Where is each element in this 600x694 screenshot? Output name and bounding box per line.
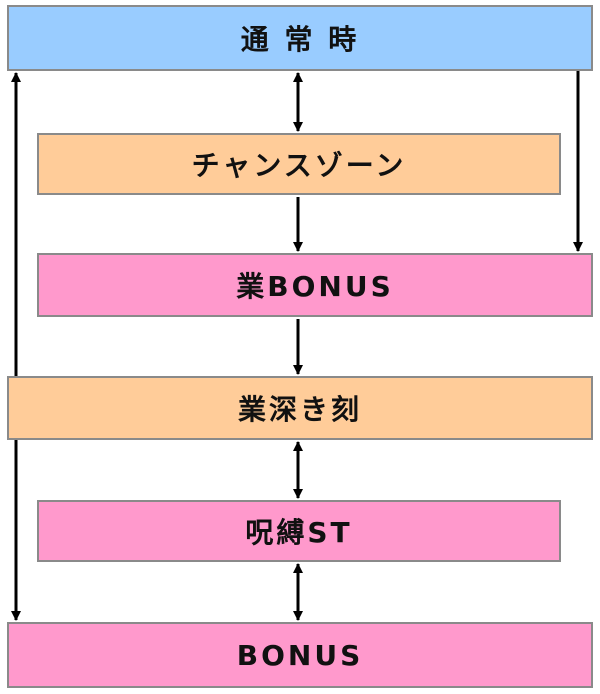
node-gou-fukaki-toki: 業深き刻 bbox=[7, 376, 593, 440]
node-bonus: BONUS bbox=[7, 622, 593, 688]
node-bonus-label: BONUS bbox=[236, 638, 364, 672]
node-normal-label: 通 常 時 bbox=[240, 23, 360, 56]
node-jubaku-st-label: 呪縛ST bbox=[245, 516, 353, 549]
node-gou-bonus-label: 業BONUS bbox=[236, 270, 394, 303]
node-jubaku-st: 呪縛ST bbox=[37, 500, 561, 562]
node-gou-fukaki-toki-label: 業深き刻 bbox=[237, 393, 362, 426]
node-gou-bonus: 業BONUS bbox=[37, 253, 593, 317]
node-chance-zone-label: チャンスゾーン bbox=[191, 149, 407, 182]
node-normal: 通 常 時 bbox=[7, 5, 593, 71]
node-chance-zone: チャンスゾーン bbox=[37, 133, 561, 195]
